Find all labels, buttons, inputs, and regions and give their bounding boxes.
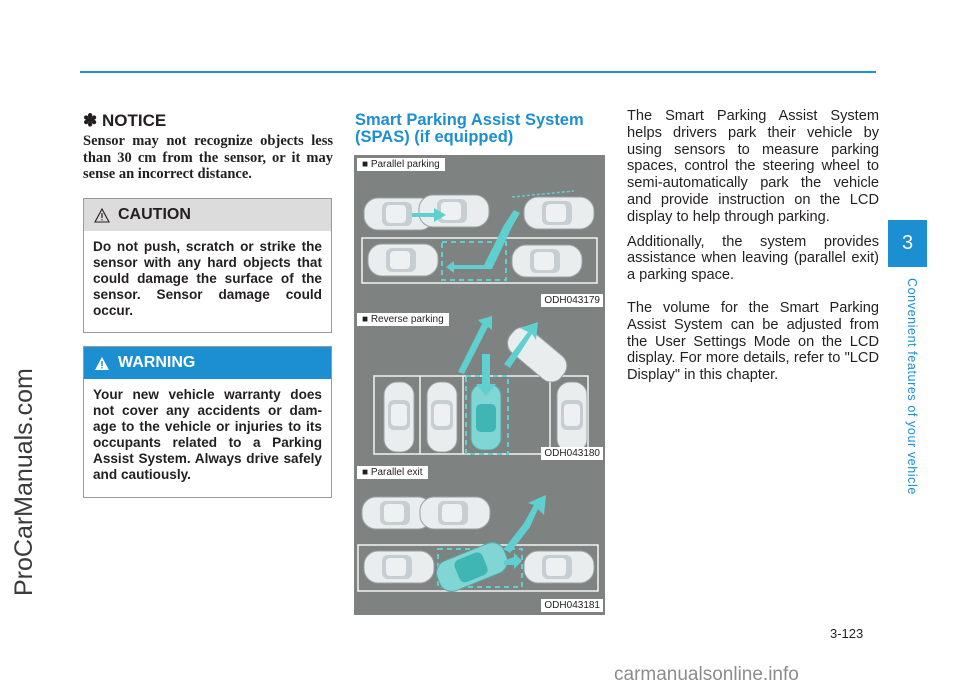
figure-parallel-parking: ■ Parallel parking ODH043179 [354, 155, 605, 310]
warning-box: WARNING Your new vehicle warranty does n… [83, 346, 332, 498]
notice-title: ✽ NOTICE [83, 111, 167, 130]
parallel-exit-illustration [357, 495, 599, 592]
figure-code: ODH043180 [541, 447, 603, 460]
figure-code: ODH043179 [541, 294, 603, 307]
figure-label: ■ Parallel parking [357, 158, 445, 171]
spas-title: Smart Parking Assist System (SPAS) (if e… [355, 111, 584, 146]
paragraph: The volume for the Smart Parking Assist … [627, 299, 879, 384]
page-number: 3-123 [830, 626, 864, 641]
down-arrow-icon [476, 354, 496, 396]
figure-reverse-parking: ■ Reverse parking ODH043180 [354, 310, 605, 463]
figure-label: ■ Reverse parking [357, 313, 449, 326]
body-text: The Smart Parking Assist System helps dr… [627, 108, 879, 384]
paragraph: Additionally, the system provides assist… [627, 233, 879, 284]
reverse-arrow-icon [454, 210, 520, 269]
parallel-parking-illustration [361, 190, 598, 284]
warning-triangle-icon [95, 356, 109, 370]
figure-code: ODH043181 [541, 599, 603, 612]
diagonal-arrow-icon [458, 316, 492, 374]
watermark-side: ProCarManuals.com [10, 368, 38, 596]
caution-triangle-icon [94, 207, 110, 223]
warning-header: WARNING [84, 347, 331, 379]
exit-arrow-icon [504, 495, 546, 553]
caution-header: CAUTION [84, 199, 331, 231]
warning-body: Your new vehicle warranty does not cover… [93, 387, 322, 482]
top-rule [80, 71, 876, 73]
figure-label: ■ Parallel exit [357, 466, 428, 479]
caution-body: Do not push, scratch or strike the senso… [93, 239, 322, 318]
caution-label: CAUTION [118, 206, 191, 223]
notice-body: Sensor may not recognize objects less th… [83, 133, 333, 182]
reverse-parking-illustration [373, 316, 589, 455]
section-label: Convenient features of your vehicle [905, 278, 919, 495]
chapter-tab: 3 [888, 220, 927, 267]
warning-label: WARNING [118, 354, 196, 371]
forward-arrow-icon [412, 208, 446, 222]
paragraph: The Smart Parking Assist System helps dr… [627, 108, 879, 225]
figure-parallel-exit: ■ Parallel exit ODH043181 [354, 463, 605, 615]
caution-box: CAUTION Do not push, scratch or strike t… [83, 198, 332, 333]
watermark-bottom: carmanualsonline.info [614, 664, 799, 685]
